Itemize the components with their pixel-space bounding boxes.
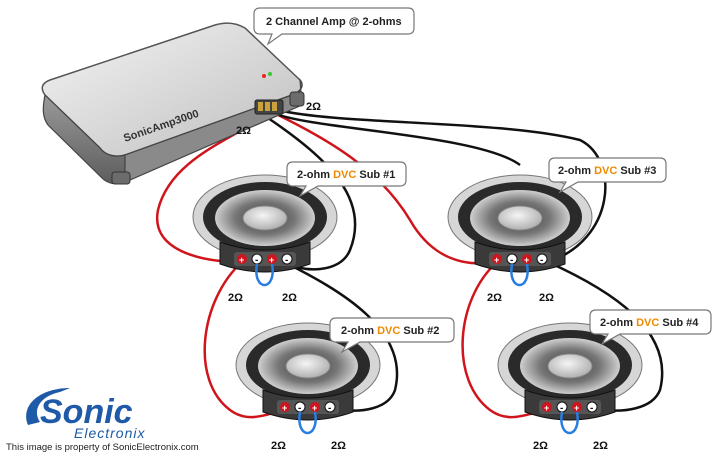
brand-sub: Electronix: [74, 425, 145, 441]
sub-terminal-pos-1: [492, 254, 502, 264]
sub-terminal-plate: [234, 252, 296, 266]
sub-terminal-neg-2: [536, 253, 548, 265]
sub-ohm-left: 2Ω: [533, 440, 548, 452]
amp-terminal-2: [265, 102, 270, 111]
wire-amp-right-positive: [271, 110, 498, 265]
sub-jumper: [255, 263, 274, 287]
sub-terminal-pos-1: [542, 402, 552, 412]
wire-amp-aux-negative: [275, 112, 521, 167]
subwoofer-2: + - + - 2Ω 2Ω: [235, 322, 381, 452]
subwoofer-4: + - + - 2Ω 2Ω: [497, 322, 643, 452]
sub-dust-cap: [547, 353, 593, 379]
sub-terminal-pos-1: [280, 402, 290, 412]
sub-callout-2-bubble: [329, 317, 455, 354]
wire-sub3-to-sub4-black: [547, 260, 664, 412]
sub-terminal-neg-1-symbol: -: [255, 255, 258, 266]
amp-terminal-3: [272, 102, 277, 111]
sub-callout-4-bubble: [589, 309, 712, 346]
wire-amp-left-negative: [267, 116, 357, 271]
sub-terminal-neg-1-symbol: -: [510, 255, 513, 266]
amp-terminal-1: [258, 102, 263, 111]
sub-ohm-left: 2Ω: [228, 292, 243, 304]
sub-terminal-pos-1: [237, 254, 247, 264]
sub-terminal-neg-2-symbol: -: [540, 255, 543, 266]
sub-ohm-right: 2Ω: [539, 292, 554, 304]
amp-callout: 2 Channel Amp @ 2-ohms: [253, 7, 415, 46]
subwoofer-1: + - + - 2Ω 2Ω: [192, 174, 338, 304]
sub-ohm-right: 2Ω: [593, 440, 608, 452]
sub-terminal-plate: [489, 252, 551, 266]
sub-terminal-neg-2: [324, 401, 336, 413]
sub-callout-3: 2-ohm DVC Sub #3: [548, 157, 667, 194]
wire-sub1-to-sub2-black: [283, 260, 399, 412]
wire-amp-right-negative: [277, 108, 607, 264]
subwoofer-3: + - + - 2Ω 2Ω: [447, 174, 593, 304]
sub-terminal-pos-2-symbol: +: [524, 255, 529, 265]
sub-terminal-neg-2-symbol: -: [590, 403, 593, 414]
sub-callout-4-text: 2-ohm DVC Sub #4: [600, 317, 699, 329]
sub-callout-1-bubble: [286, 161, 407, 198]
amp-channel-left-ohm: 2Ω: [236, 125, 251, 137]
amp-callout-bubble: [253, 7, 415, 46]
sub-terminal-neg-2: [586, 401, 598, 413]
sub-terminal-pos-1-symbol: +: [282, 403, 287, 413]
amp-foot-left: [111, 171, 131, 185]
amp-channel-right-ohm: 2Ω: [306, 101, 321, 113]
brand-logo: Sonic Electronix: [26, 388, 145, 441]
sub-terminal-pos-1-symbol: +: [494, 255, 499, 265]
amp-led-red: [262, 74, 266, 78]
wire-sub1-to-sub2-red: [203, 261, 288, 419]
sub-terminal-pos-2: [267, 254, 277, 264]
sub-terminal-pos-1-symbol: +: [544, 403, 549, 413]
sub-callout-1-text: 2-ohm DVC Sub #1: [297, 169, 395, 181]
amp-foot-right: [289, 91, 305, 107]
sub-callout-4: 2-ohm DVC Sub #4: [589, 309, 712, 346]
sub-terminal-neg-2-symbol: -: [285, 255, 288, 266]
sub-terminal-plate: [539, 400, 601, 414]
sub-callout-3-bubble: [548, 157, 667, 194]
sub-terminal-pos-2: [310, 402, 320, 412]
sub-ohm-left: 2Ω: [271, 440, 286, 452]
sub-terminal-pos-2: [522, 254, 532, 264]
copyright-text: This image is property of SonicElectroni…: [6, 442, 199, 453]
sub-terminal-neg-2: [281, 253, 293, 265]
sub-ohm-right: 2Ω: [282, 292, 297, 304]
sub-callout-3-text: 2-ohm DVC Sub #3: [558, 165, 656, 177]
brand-swoosh-icon: [26, 388, 71, 425]
sub-callout-1: 2-ohm DVC Sub #1: [286, 161, 407, 198]
sub-jumper: [560, 411, 579, 435]
sub-jumper: [298, 411, 317, 435]
sub-callout-2: 2-ohm DVC Sub #2: [329, 317, 455, 354]
amplifier: SonicAmp3000 2Ω 2Ω: [41, 22, 321, 185]
sub-terminal-pos-2: [572, 402, 582, 412]
sub-ohm-right: 2Ω: [331, 440, 346, 452]
sub-terminal-pos-1-symbol: +: [239, 255, 244, 265]
sub-terminal-plate: [277, 400, 339, 414]
sub-jumper: [510, 263, 529, 287]
sub-ohm-left: 2Ω: [487, 292, 502, 304]
brand-name: Sonic: [40, 393, 133, 431]
sub-dust-cap: [285, 353, 331, 379]
sub-dust-cap: [242, 205, 288, 231]
sub-callout-2-text: 2-ohm DVC Sub #2: [341, 325, 439, 337]
sub-terminal-neg-2-symbol: -: [328, 403, 331, 414]
amp-led-green: [268, 72, 272, 76]
amp-callout-text: 2 Channel Amp @ 2-ohms: [266, 16, 402, 28]
sub-dust-cap: [497, 205, 543, 231]
sub-terminal-neg-1-symbol: -: [560, 403, 563, 414]
sub-terminal-pos-2-symbol: +: [269, 255, 274, 265]
sub-terminal-pos-2-symbol: +: [312, 403, 317, 413]
wires: [155, 108, 664, 419]
wire-sub3-to-sub4-red: [461, 261, 549, 419]
sub-terminal-pos-2-symbol: +: [574, 403, 579, 413]
sub-terminal-neg-1-symbol: -: [298, 403, 301, 414]
